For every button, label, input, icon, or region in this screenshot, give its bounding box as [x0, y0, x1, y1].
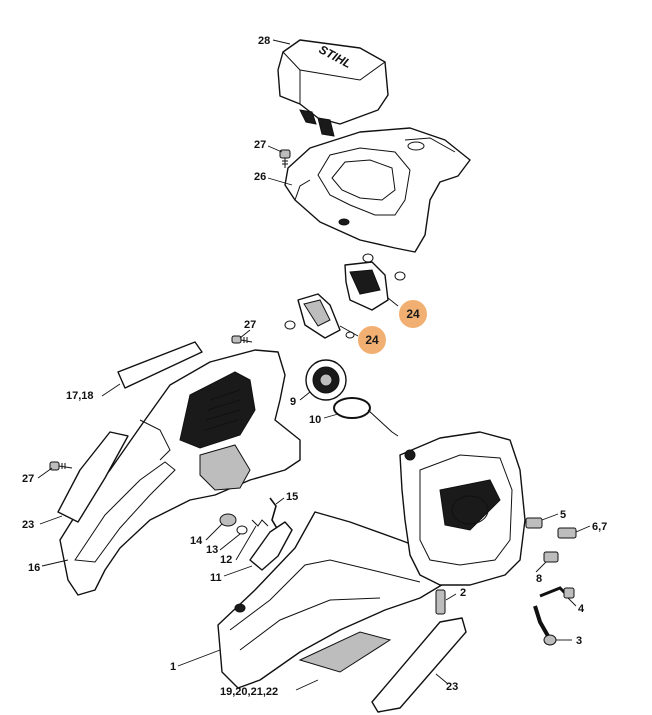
callout-4: 4 [578, 603, 585, 615]
part-23-handle-strip-left [57, 431, 129, 523]
part-27-screw-top [279, 149, 291, 168]
part-17-18-plate [117, 341, 203, 389]
callout-9: 9 [290, 396, 296, 408]
highlight-callout-24-right: 24 [399, 300, 427, 328]
part-4-hose [539, 586, 575, 599]
crankcase-housing [399, 431, 526, 586]
part-15-wire-clip [269, 497, 279, 531]
callout-6-7: 6,7 [592, 521, 607, 533]
callout-24-left-label: 24 [365, 333, 379, 347]
part-10-o-ring [333, 397, 399, 437]
part-28-top-cover: STIHL [277, 39, 389, 137]
callout-8: 8 [536, 573, 542, 585]
callout-16: 16 [28, 562, 40, 574]
part-23-handle-strip-right [371, 617, 467, 713]
part-24-lever-assembly-right [344, 253, 406, 311]
part-16-handle-housing [59, 349, 301, 596]
callout-17-18: 17,18 [66, 390, 94, 402]
part-11-lever [249, 521, 293, 571]
callout-2: 2 [460, 587, 466, 599]
part-1-housing-cover [217, 511, 451, 689]
callout-27-middle: 27 [244, 319, 256, 331]
callout-28: 28 [258, 35, 270, 47]
callout-3: 3 [576, 635, 582, 647]
callout-27-top: 27 [254, 139, 266, 151]
part-27-screw-middle [231, 335, 253, 344]
callout-23-right: 23 [446, 681, 458, 693]
part-26-shroud [284, 127, 471, 253]
callout-24-right-label: 24 [406, 307, 420, 321]
callout-15: 15 [286, 491, 298, 503]
part-8-screw [543, 551, 559, 563]
part-12-spring [251, 519, 269, 527]
part-24-lever-assembly-left [284, 293, 355, 339]
callout-14: 14 [190, 535, 203, 547]
leader-lines [37, 39, 591, 691]
part-14-13-knob [219, 513, 248, 535]
part-9-sprocket [305, 359, 347, 401]
callout-19-20-21-22: 19,20,21,22 [220, 686, 278, 698]
callout-labels: 28 27 26 27 17,18 9 10 27 23 16 15 14 13… [22, 35, 607, 698]
part-5-spacer [525, 517, 543, 529]
part-6-7-stud [557, 527, 577, 539]
part-2-fitting [435, 589, 446, 615]
part-27-screw-left [49, 461, 73, 471]
part-3-oil-hose [533, 605, 557, 646]
callout-12: 12 [220, 554, 232, 566]
callout-5: 5 [560, 509, 566, 521]
callout-1: 1 [170, 661, 176, 673]
callout-11: 11 [210, 572, 222, 584]
callout-10: 10 [309, 414, 321, 426]
callout-27-left: 27 [22, 473, 34, 485]
highlight-callout-24-left: 24 [358, 326, 386, 354]
callout-23-left: 23 [22, 519, 34, 531]
callout-26: 26 [254, 171, 266, 183]
callout-13: 13 [206, 544, 218, 556]
